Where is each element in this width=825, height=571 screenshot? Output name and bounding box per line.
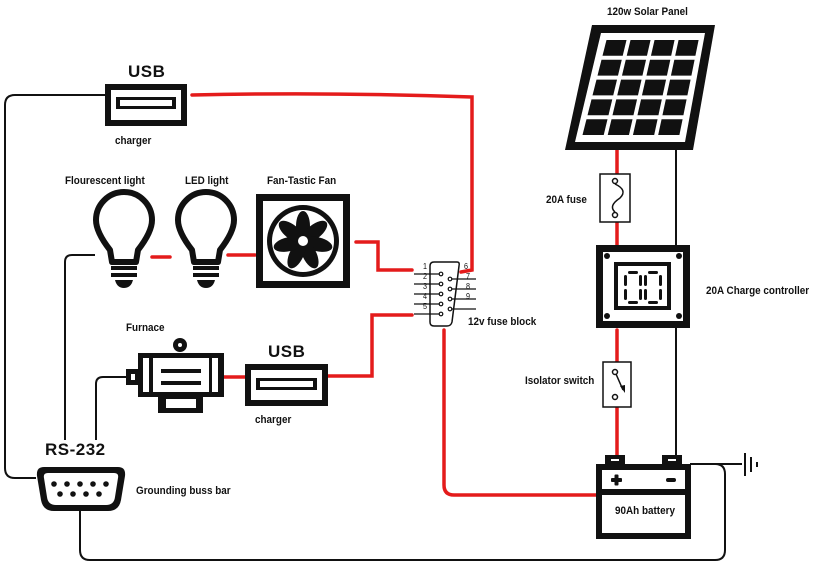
- solar-cell: [621, 59, 647, 76]
- solar-cell: [637, 99, 662, 116]
- ground-wire-lights: [64, 254, 95, 440]
- solar-cell: [675, 40, 699, 56]
- battery-label: 90Ah battery: [615, 505, 675, 517]
- furnace-label: Furnace: [126, 322, 165, 334]
- pin-8: 8: [466, 282, 471, 291]
- rs232-title: RS-232: [45, 440, 106, 459]
- wire-fuseblock-battery: [442, 328, 600, 497]
- led-bulb-icon: [175, 189, 237, 288]
- usb-bottom-label: charger: [255, 414, 292, 426]
- battery-icon: [596, 455, 691, 539]
- grounding-bar-label: Grounding buss bar: [136, 485, 231, 497]
- pin-1: 1: [423, 262, 428, 271]
- solar-cell: [662, 99, 687, 116]
- fuse-block-label: 12v fuse block: [468, 316, 537, 328]
- pin-6: 6: [464, 262, 469, 271]
- furnace-icon: [126, 338, 224, 413]
- fan-icon: [256, 194, 350, 288]
- earth-ground-icon: [744, 453, 758, 476]
- isolator-switch-icon: [602, 361, 632, 408]
- solar-cell: [632, 119, 658, 135]
- battery-minus-icon: [666, 478, 676, 482]
- solar-panel-label: 120w Solar Panel: [607, 6, 688, 18]
- usb-top-title: USB: [128, 62, 166, 81]
- solar-cell: [592, 79, 618, 96]
- charge-controller-label: 20A Charge controller: [706, 285, 810, 297]
- solar-cell: [597, 59, 622, 76]
- pin-3: 3: [423, 282, 428, 291]
- solar-cell: [602, 40, 627, 56]
- solar-cell: [582, 119, 608, 135]
- fan-blade: [287, 240, 306, 269]
- pin-4: 4: [423, 292, 428, 301]
- usb-charger-top-icon: [105, 84, 187, 126]
- solar-cell: [587, 99, 613, 116]
- solar-cell: [646, 59, 671, 76]
- solar-cell: [626, 40, 651, 56]
- isolator-switch-label: Isolator switch: [525, 375, 595, 387]
- wire-usb-top: [190, 92, 474, 274]
- pin-5: 5: [423, 302, 428, 311]
- solar-cell: [612, 99, 638, 116]
- solar-cell: [607, 119, 633, 135]
- fan-label: Fan-Tastic Fan: [267, 175, 337, 187]
- pin-2: 2: [423, 272, 428, 281]
- fluorescent-light-label: Flourescent light: [65, 175, 145, 187]
- solar-cell: [666, 79, 691, 96]
- charge-controller-icon: [596, 245, 690, 328]
- solar-cell: [670, 59, 695, 76]
- ground-wire-usb-top: [4, 94, 105, 479]
- fluorescent-bulb-icon: [93, 189, 155, 288]
- ground-wire-furnace: [95, 376, 127, 440]
- usb-charger-bottom-icon: [245, 364, 328, 406]
- pin-9: 9: [466, 292, 471, 301]
- fuse-label: 20A fuse: [546, 194, 587, 206]
- grounding-bus-bar-icon: [36, 467, 126, 511]
- led-light-label: LED light: [185, 175, 229, 187]
- wire-usb-fuseblock: [326, 313, 414, 378]
- wire-fan-fuseblock: [354, 240, 414, 272]
- pin-7: 7: [466, 272, 471, 281]
- solar-cell: [617, 79, 642, 96]
- usb-bottom-title: USB: [268, 342, 306, 361]
- ground-wire-battery: [79, 463, 726, 561]
- fuse-block-icon: [414, 261, 476, 327]
- fuse-icon: [599, 173, 631, 223]
- solar-panel-icon: [565, 25, 715, 150]
- solar-cell: [641, 79, 667, 96]
- solar-cell: [658, 119, 683, 135]
- fan-blade: [278, 220, 304, 243]
- fan-blade: [302, 220, 328, 243]
- usb-top-label: charger: [115, 135, 152, 147]
- positive-wires: [150, 92, 619, 497]
- solar-cell: [650, 40, 675, 56]
